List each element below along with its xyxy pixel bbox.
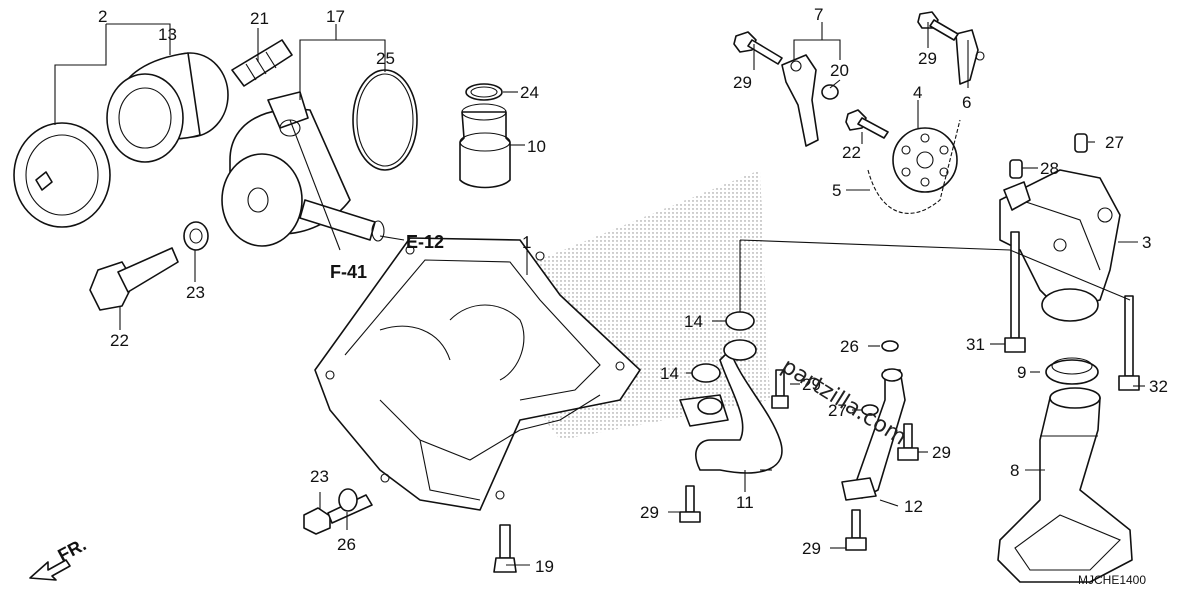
callout-23-lower: 27 — [828, 401, 847, 420]
front-direction-arrow — [29, 559, 71, 581]
front-direction-label: FR. — [54, 534, 89, 565]
collar-16 — [821, 84, 839, 100]
oil-pipe-12 — [841, 368, 906, 501]
callout-29-b: 29 — [802, 375, 821, 394]
callout-18: 21 — [250, 9, 269, 28]
callout-31: 31 — [966, 335, 985, 354]
oil-strainer-8 — [997, 387, 1133, 583]
callout-32: 32 — [1149, 377, 1168, 396]
diagram-code: MJCHE1400 — [1078, 573, 1146, 587]
oil-filter-cap — [13, 122, 111, 228]
callout-4: 4 — [913, 83, 922, 102]
callout-labels: 2 13 21 17 25 24 10 23 22 1 23 26 19 7 2… — [98, 5, 1168, 576]
oil-pipe-11 — [679, 339, 783, 474]
callout-7: 7 — [814, 5, 823, 24]
oil-filter — [106, 52, 229, 163]
oil-pan — [314, 237, 641, 511]
callout-29-d: 29 — [802, 539, 821, 558]
bolt-32 — [1118, 295, 1140, 391]
callout-29-c: 29 — [932, 443, 951, 462]
callout-23-upper: 26 — [840, 337, 859, 356]
seal-14-upper — [725, 311, 755, 331]
drive-chain-5 — [867, 119, 961, 214]
callout-24: 24 — [520, 83, 539, 102]
oil-cooler — [221, 91, 385, 247]
callout-19: 22 — [110, 331, 129, 350]
callout-14-upper: 14 — [684, 312, 703, 331]
callout-27-upper: 27 — [1105, 133, 1124, 152]
callout-17: 19 — [535, 557, 554, 576]
callout-21: 23 — [310, 467, 329, 486]
bolt-29-b — [771, 369, 789, 409]
sprocket-4 — [892, 127, 958, 193]
bolt-29-c — [897, 423, 919, 461]
callout-9: 9 — [1017, 363, 1026, 382]
callout-12: 12 — [904, 497, 923, 516]
callout-13: 13 — [158, 25, 177, 44]
o-ring-25 — [352, 69, 418, 171]
callout-14-lower: 14 — [660, 364, 679, 383]
callout-27-lower: 28 — [1040, 159, 1059, 178]
guide-6 — [955, 29, 985, 85]
washer-26 — [338, 488, 358, 512]
callout-3: 3 — [1142, 233, 1151, 252]
bolt-31 — [1004, 231, 1026, 353]
reference-f41: F-41 — [330, 262, 367, 282]
drain-bolt — [89, 221, 209, 311]
callout-25: 25 — [376, 49, 395, 68]
callout-16: 20 — [830, 61, 849, 80]
bolt-29-d — [845, 509, 867, 551]
reference-e12: E-12 — [406, 232, 444, 252]
bolt-21 — [303, 494, 373, 535]
callout-26: 26 — [337, 535, 356, 554]
callout-5: 5 — [832, 181, 841, 200]
dowel-27-upper — [1074, 133, 1088, 153]
oil-pump-3 — [999, 169, 1121, 322]
bolt-20 — [845, 109, 889, 139]
bolt-17 — [493, 524, 517, 573]
chain-guide-7 — [781, 54, 819, 147]
dowel-27-lower — [1009, 159, 1023, 179]
callout-20: 22 — [842, 143, 861, 162]
callout-11: 11 — [736, 493, 754, 512]
callout-30: 29 — [733, 73, 752, 92]
callout-28: 29 — [918, 49, 937, 68]
callout-2: 2 — [98, 7, 107, 26]
callout-15: 17 — [326, 7, 345, 26]
bolt-30 — [733, 31, 783, 65]
seal-9 — [1045, 357, 1099, 385]
joint-10 — [459, 103, 511, 189]
callout-8: 8 — [1010, 461, 1019, 480]
filter-nipple — [231, 39, 293, 87]
bolt-29-a — [679, 485, 701, 523]
callout-22: 23 — [186, 283, 205, 302]
callout-29-a: 29 — [640, 503, 659, 522]
callout-10: 10 — [527, 137, 546, 156]
callout-1: 1 — [522, 233, 531, 252]
washer-23-upper — [881, 340, 899, 352]
leader-lines — [54, 22, 1145, 566]
bolt-28 — [917, 11, 959, 41]
seal-14-lower — [691, 363, 721, 383]
callout-6: 6 — [962, 93, 971, 112]
